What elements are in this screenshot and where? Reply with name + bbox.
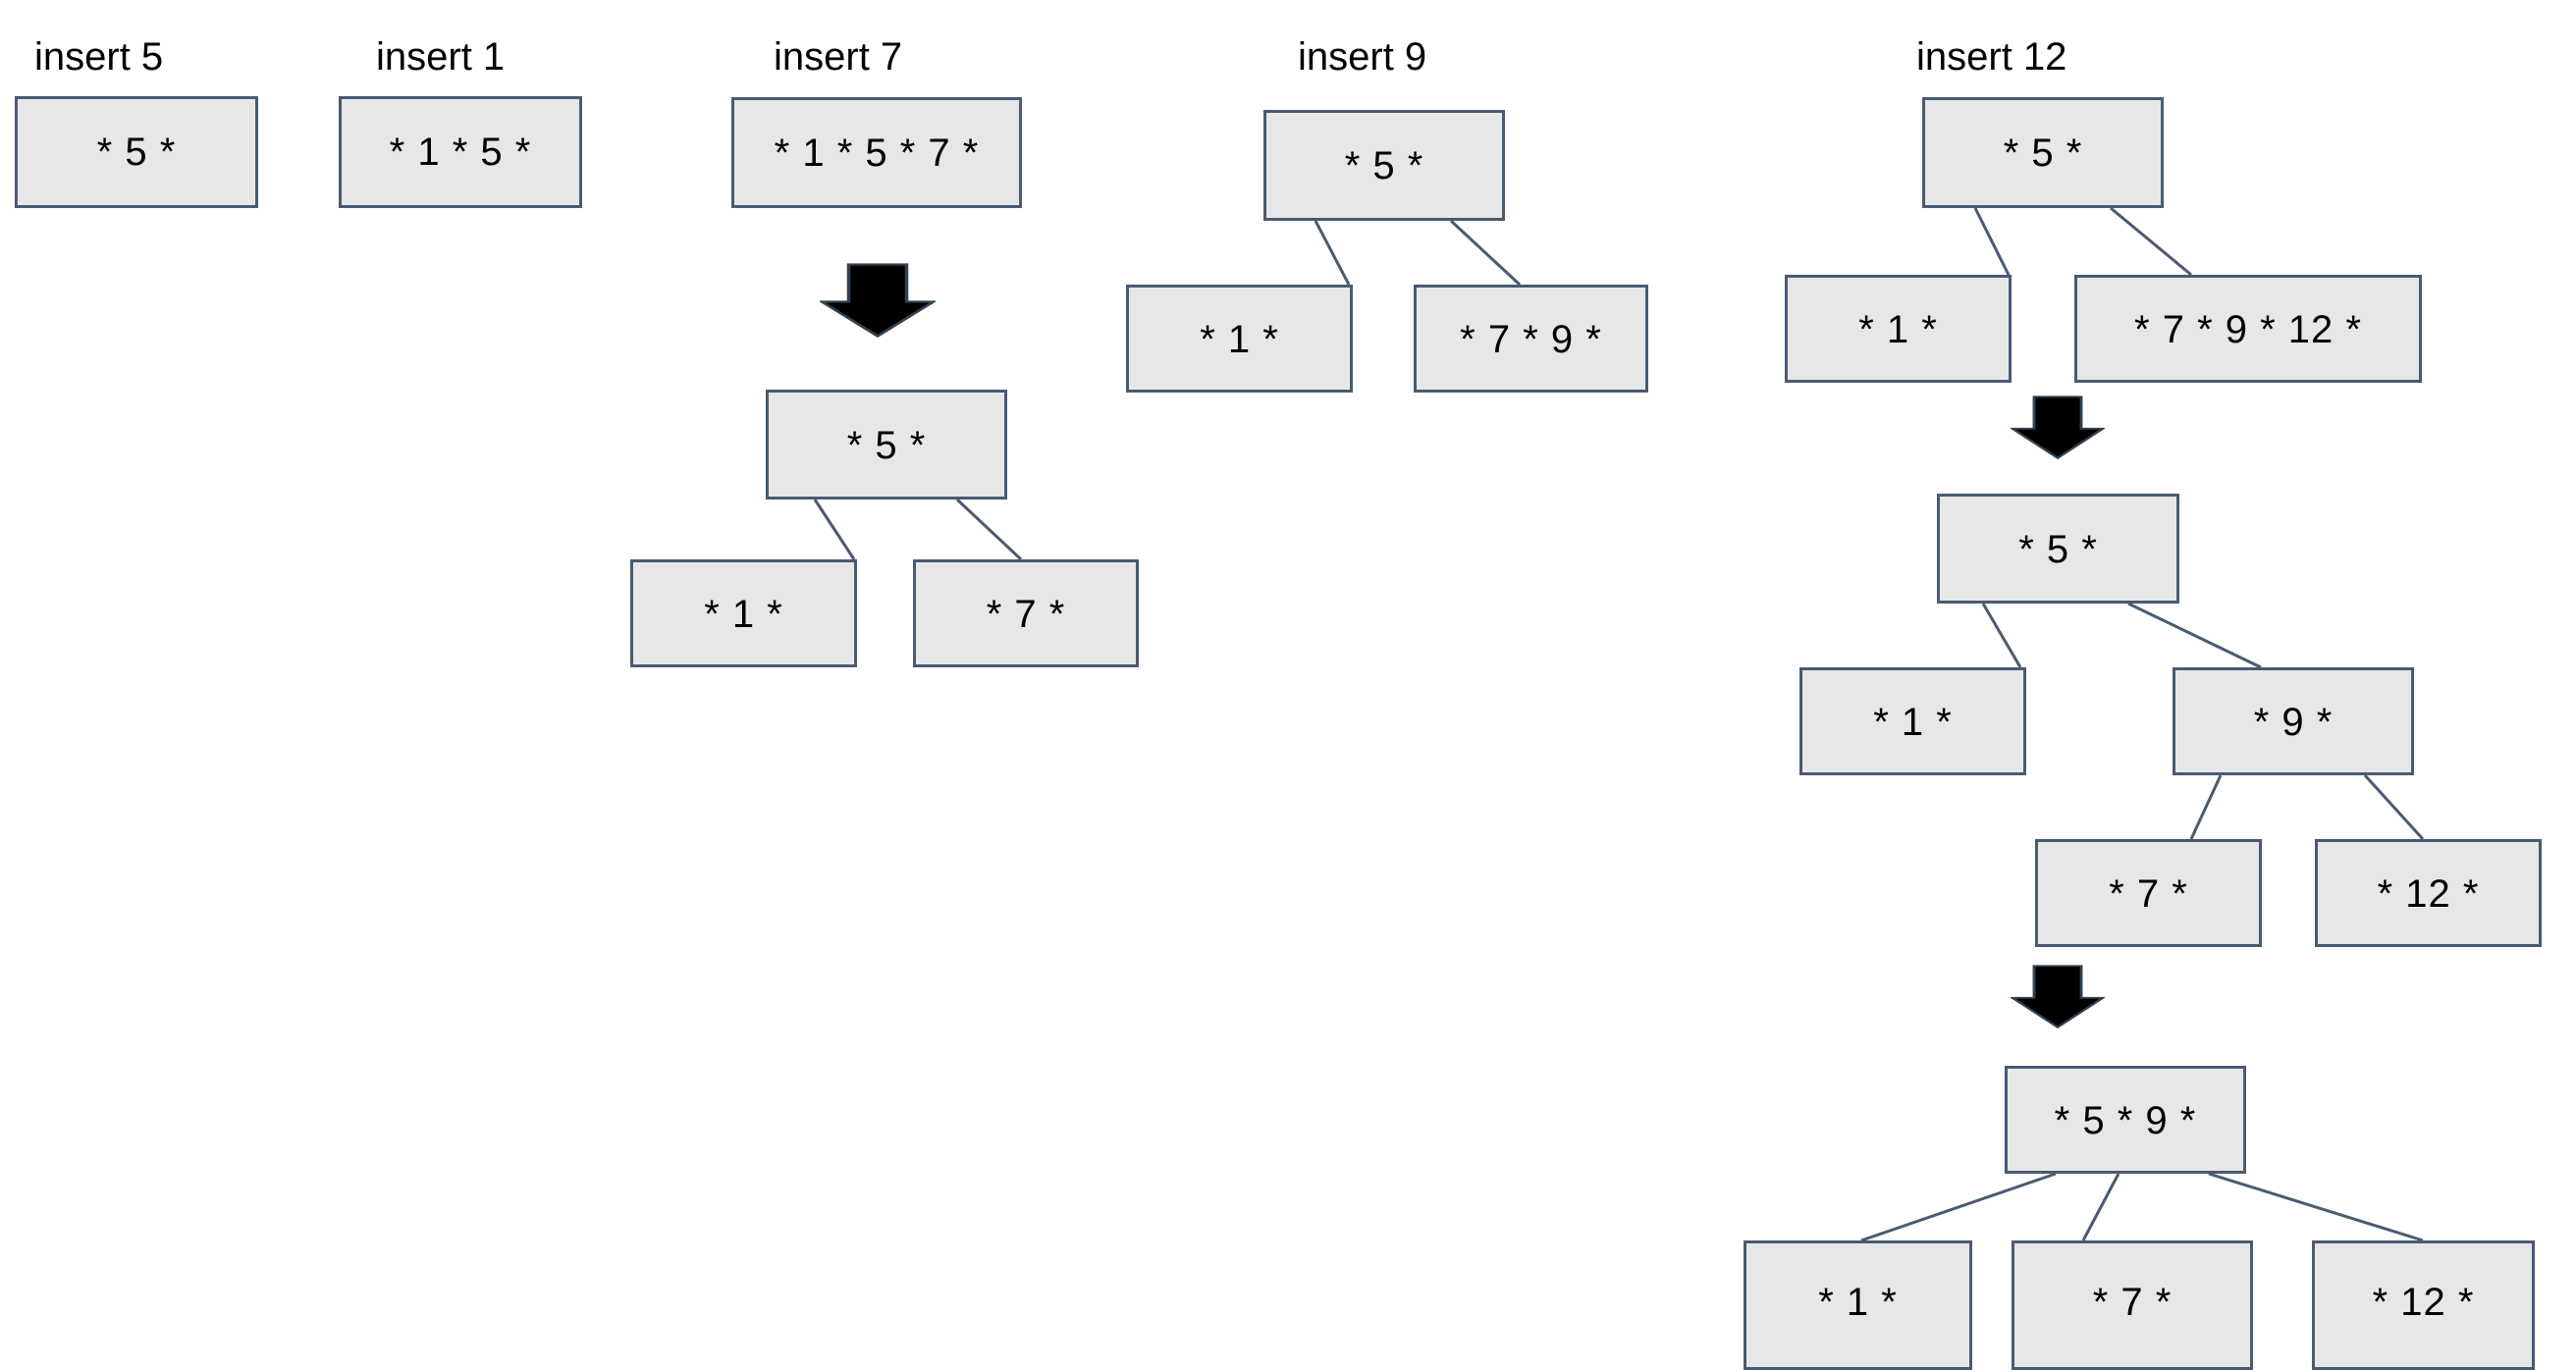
tree-node: * 5 * (15, 96, 258, 208)
tree-node: * 7 * (2012, 1240, 2253, 1370)
tree-edge (1973, 207, 2011, 276)
tree-node-label: * 5 * (96, 131, 177, 174)
tree-node: * 1 * (1785, 275, 2012, 383)
tree-node-label: * 1 * 5 * (389, 131, 532, 174)
section-title-insert-5: insert 5 (34, 35, 164, 79)
tree-edge (1860, 1172, 2057, 1242)
section-title-insert-7: insert 7 (774, 35, 903, 79)
tree-node-label: * 5 * (846, 424, 927, 467)
down-arrow-shape (817, 263, 939, 339)
tree-edge (2110, 206, 2192, 277)
tree-node-label: * 7 * 9 * (1460, 318, 1602, 361)
tree-edge (1314, 220, 1351, 286)
tree-edge (955, 498, 1023, 561)
tree-node: * 1 * 5 * 7 * (731, 97, 1022, 208)
tree-node: * 5 * (1263, 110, 1505, 221)
tree-node: * 1 * (1799, 667, 2026, 775)
down-arrow-shape (2009, 965, 2107, 1029)
tree-edge (2127, 602, 2262, 669)
tree-node: * 5 * (1937, 494, 2179, 604)
section-title-insert-9: insert 9 (1298, 35, 1427, 79)
tree-node-label: * 5 * (2018, 528, 2098, 571)
tree-node-label: * 12 * (2372, 1281, 2475, 1324)
tree-edge (2189, 774, 2223, 840)
down-arrow-shape (2009, 395, 2107, 460)
tree-node: * 5 * (766, 390, 1007, 500)
tree-node-label: * 5 * 9 * (2054, 1099, 2197, 1142)
tree-node-label: * 7 * (2109, 872, 2188, 916)
tree-node-label: * 1 * 5 * 7 * (774, 132, 980, 175)
tree-node: * 5 * 9 * (2005, 1066, 2246, 1174)
tree-node-label: * 9 * (2253, 701, 2334, 744)
tree-node: * 7 * 9 * 12 * (2074, 275, 2422, 383)
tree-edge (1981, 603, 2022, 668)
tree-edge (2081, 1173, 2120, 1241)
tree-node-label: * 7 * (2092, 1281, 2173, 1324)
tree-node: * 1 * (630, 559, 857, 667)
tree-node-label: * 7 * (986, 593, 1066, 636)
tree-edge (2363, 773, 2425, 841)
tree-edge (813, 499, 856, 560)
tree-node: * 12 * (2312, 1240, 2535, 1370)
tree-node-label: * 1 * (704, 593, 783, 636)
tree-edge (1449, 219, 1522, 287)
tree-node: * 9 * (2173, 667, 2414, 775)
down-arrow-icon (2009, 965, 2107, 1029)
tree-node: * 7 * 9 * (1414, 285, 1648, 393)
tree-node: * 12 * (2315, 839, 2542, 947)
tree-node: * 5 * (1922, 97, 2164, 208)
tree-node-label: * 5 * (1344, 144, 1424, 187)
down-arrow-icon (817, 263, 939, 339)
section-title-insert-1: insert 1 (376, 35, 506, 79)
down-arrow-icon (2009, 395, 2107, 460)
tree-node: * 1 * (1744, 1240, 1972, 1370)
tree-node-label: * 12 * (2377, 872, 2480, 916)
tree-node: * 1 * (1126, 285, 1353, 393)
tree-node-label: * 5 * (2003, 132, 2083, 175)
tree-node-label: * 1 * (1818, 1281, 1898, 1324)
tree-node-label: * 1 * (1200, 318, 1279, 361)
tree-node-label: * 7 * 9 * 12 * (2134, 308, 2362, 351)
tree-node: * 7 * (913, 559, 1139, 667)
tree-node: * 7 * (2035, 839, 2262, 947)
tree-node-label: * 1 * (1873, 701, 1953, 744)
tree-node-label: * 1 * (1858, 308, 1938, 351)
section-title-insert-12: insert 12 (1916, 35, 2067, 79)
tree-node: * 1 * 5 * (339, 96, 582, 208)
tree-edge (2208, 1172, 2424, 1242)
